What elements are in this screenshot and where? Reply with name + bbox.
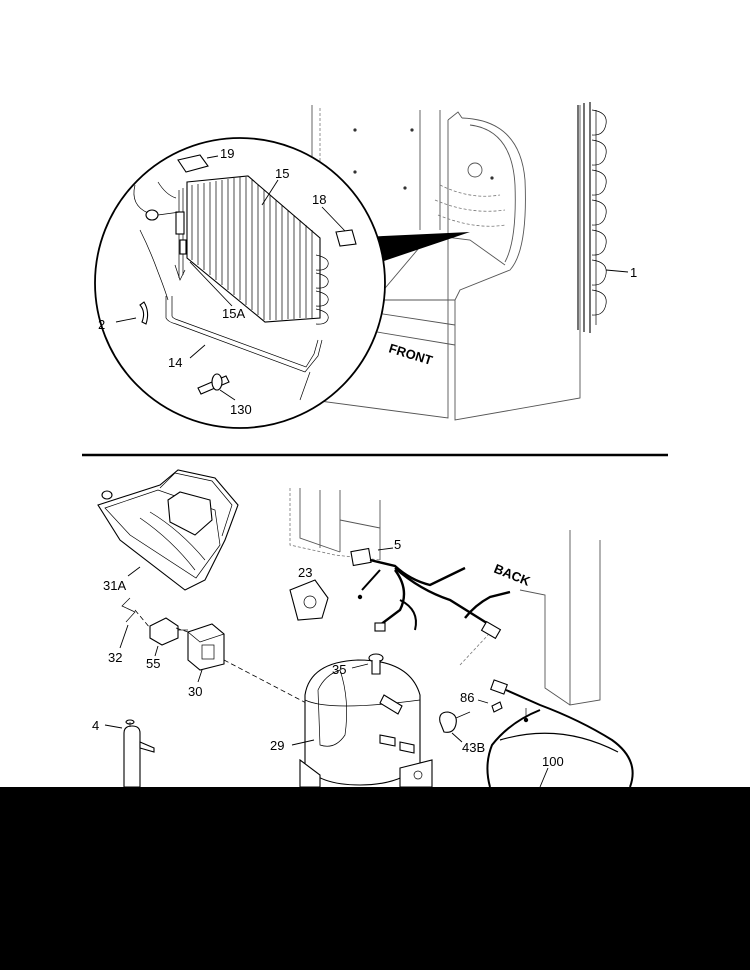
part-23-relay: [289, 579, 329, 621]
part-32-clip: [121, 597, 136, 623]
callout-100: 100: [542, 754, 564, 769]
part-30-start-relay: [187, 623, 225, 671]
part-43b-clamp: [439, 711, 471, 733]
part-35-bolt: [368, 653, 384, 675]
part-18-block: [335, 229, 357, 247]
evaporator: [175, 175, 329, 325]
callout-15a: 15A: [222, 306, 245, 321]
back-label: BACK: [492, 561, 533, 589]
callout-35: 35: [332, 662, 346, 677]
callout-29: 29: [270, 738, 284, 753]
callout-14: 14: [168, 355, 182, 370]
part-2-clip: [139, 301, 149, 325]
callout-1: 1: [630, 265, 637, 280]
part-4-drier: [123, 719, 155, 788]
part-29-compressor: [299, 659, 433, 788]
part-130-heater: [197, 373, 230, 395]
callout-86: 86: [460, 690, 474, 705]
assembly-lines: [134, 609, 376, 706]
part-31a-drain-pan: [97, 469, 239, 591]
callout-23: 23: [298, 565, 312, 580]
callout-30: 30: [188, 684, 202, 699]
callout-43b: 43B: [462, 740, 485, 755]
cabinet-liner: [311, 105, 581, 421]
detail-pointer: [362, 232, 470, 265]
part-100-power-cord: [486, 679, 634, 788]
condenser-coil: [577, 102, 607, 333]
drain-tube: [165, 296, 323, 373]
callout-31a: 31A: [103, 578, 126, 593]
callout-55: 55: [146, 656, 160, 671]
part-5-harness: [350, 547, 511, 640]
callout-4: 4: [92, 718, 99, 733]
part-86-screw: [491, 701, 503, 713]
callout-130: 130: [230, 402, 252, 417]
callout-32: 32: [108, 650, 122, 665]
sensor-wires: [133, 181, 186, 301]
callout-18: 18: [312, 192, 326, 207]
callout-15: 15: [275, 166, 289, 181]
front-label: FRONT: [387, 341, 434, 368]
callout-5: 5: [394, 537, 401, 552]
black-footer-band: [0, 787, 750, 970]
part-19-pad: [177, 154, 209, 173]
cabinet-back-outline: [289, 488, 601, 706]
part-55-overload: [149, 617, 188, 646]
callout-2: 2: [98, 317, 105, 332]
callout-19: 19: [220, 146, 234, 161]
